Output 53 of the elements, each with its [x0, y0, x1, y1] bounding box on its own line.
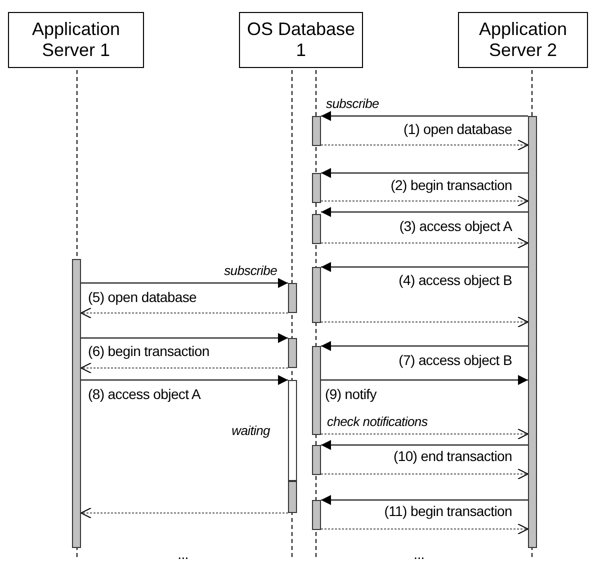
- message-arrow: [320, 111, 528, 121]
- message-arrow: [80, 508, 288, 518]
- message-arrow: [80, 362, 288, 374]
- edge-label: (11) begin transaction: [384, 503, 512, 519]
- activation-bar: [312, 116, 321, 146]
- message-arrow: [320, 524, 528, 534]
- message-arrow: [320, 440, 528, 450]
- edge-label: (2) begin transaction: [390, 177, 512, 193]
- message-arrow: [320, 168, 528, 178]
- message-arrow: [320, 468, 528, 480]
- continuation-mark: ...: [178, 546, 188, 562]
- message-arrow: [320, 341, 528, 351]
- edge-label: (3) access object A: [399, 218, 512, 234]
- activation-bar: [312, 500, 321, 530]
- activation-bar: [312, 173, 321, 203]
- message-arrow: [80, 308, 288, 318]
- edge-label: (10) end transaction: [393, 448, 512, 464]
- message-arrow: [320, 495, 528, 505]
- activation-bar: [312, 445, 321, 475]
- participant-box: Application Server 2: [458, 12, 588, 68]
- note-label: subscribe: [224, 263, 277, 279]
- activation-bar: [312, 346, 321, 435]
- activation-bar: [528, 116, 537, 548]
- activation-bar: [312, 214, 321, 244]
- message-arrow: [80, 278, 288, 288]
- edge-label: (5) open database: [88, 289, 197, 305]
- message-arrow: [320, 140, 528, 150]
- message-arrow: [320, 316, 528, 328]
- participant-box: OS Database 1: [239, 12, 363, 68]
- activation-bar: [288, 481, 297, 513]
- activation-bar: [72, 259, 81, 548]
- message-arrow: [80, 375, 288, 385]
- message-arrow: [320, 207, 528, 217]
- note-label: waiting: [232, 423, 270, 439]
- activation-bar: [288, 283, 297, 313]
- message-arrow: [320, 375, 528, 385]
- edge-label: (9) notify: [325, 386, 376, 402]
- note-label: subscribe: [326, 96, 379, 112]
- edge-label: (8) access object A: [88, 386, 201, 402]
- message-arrow: [320, 428, 528, 440]
- continuation-mark: ...: [414, 546, 424, 562]
- activation-bar: [288, 338, 297, 368]
- activation-bar: [312, 267, 321, 323]
- message-arrow: [320, 262, 528, 272]
- message-arrow: [320, 238, 528, 248]
- edge-label: (6) begin transaction: [88, 343, 210, 359]
- edge-label: (4) access object B: [398, 272, 512, 288]
- edge-label: (7) access object B: [398, 352, 512, 368]
- participant-box: Application Server 1: [8, 12, 144, 68]
- message-arrow: [80, 333, 288, 343]
- waiting-bar: [288, 380, 297, 481]
- edge-label: (1) open database: [403, 121, 512, 137]
- message-arrow: [320, 196, 528, 206]
